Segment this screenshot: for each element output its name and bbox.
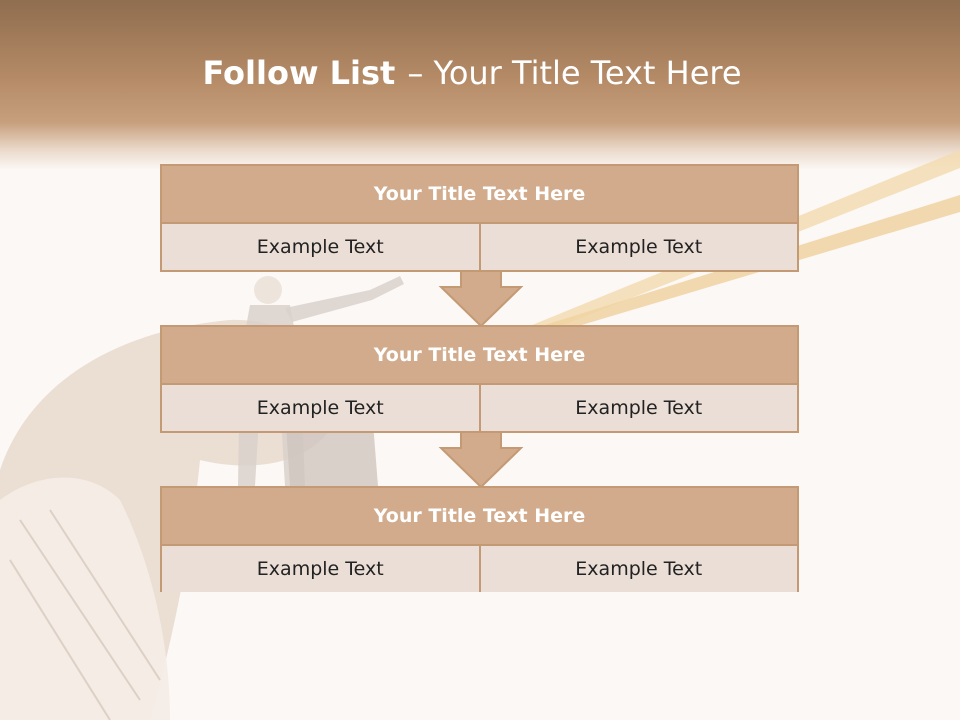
title-subtitle: – Your Title Text Here (407, 54, 742, 92)
step-box-2: Your Title Text Here Example Text Exampl… (160, 325, 799, 433)
title-main: Follow List (202, 54, 396, 92)
step-2-row: Example Text Example Text (162, 385, 797, 431)
step-box-1: Your Title Text Here Example Text Exampl… (160, 164, 799, 272)
step-1-title: Your Title Text Here (162, 166, 797, 224)
step-1-right-text: Example Text (478, 224, 797, 270)
slide-title: Follow List – Your Title Text Here (0, 54, 944, 92)
title-banner (0, 0, 960, 170)
step-3-title: Your Title Text Here (162, 488, 797, 546)
step-3-right-text: Example Text (478, 546, 797, 592)
step-1-left-text: Example Text (162, 224, 479, 270)
step-1-row: Example Text Example Text (162, 224, 797, 270)
step-2-left-text: Example Text (162, 385, 479, 431)
step-2-right-text: Example Text (478, 385, 797, 431)
down-arrow-icon (438, 270, 524, 328)
step-3-left-text: Example Text (162, 546, 479, 592)
step-3-row: Example Text Example Text (162, 546, 797, 592)
step-2-title: Your Title Text Here (162, 327, 797, 385)
step-box-3: Your Title Text Here Example Text Exampl… (160, 486, 799, 592)
down-arrow-icon (438, 431, 524, 489)
